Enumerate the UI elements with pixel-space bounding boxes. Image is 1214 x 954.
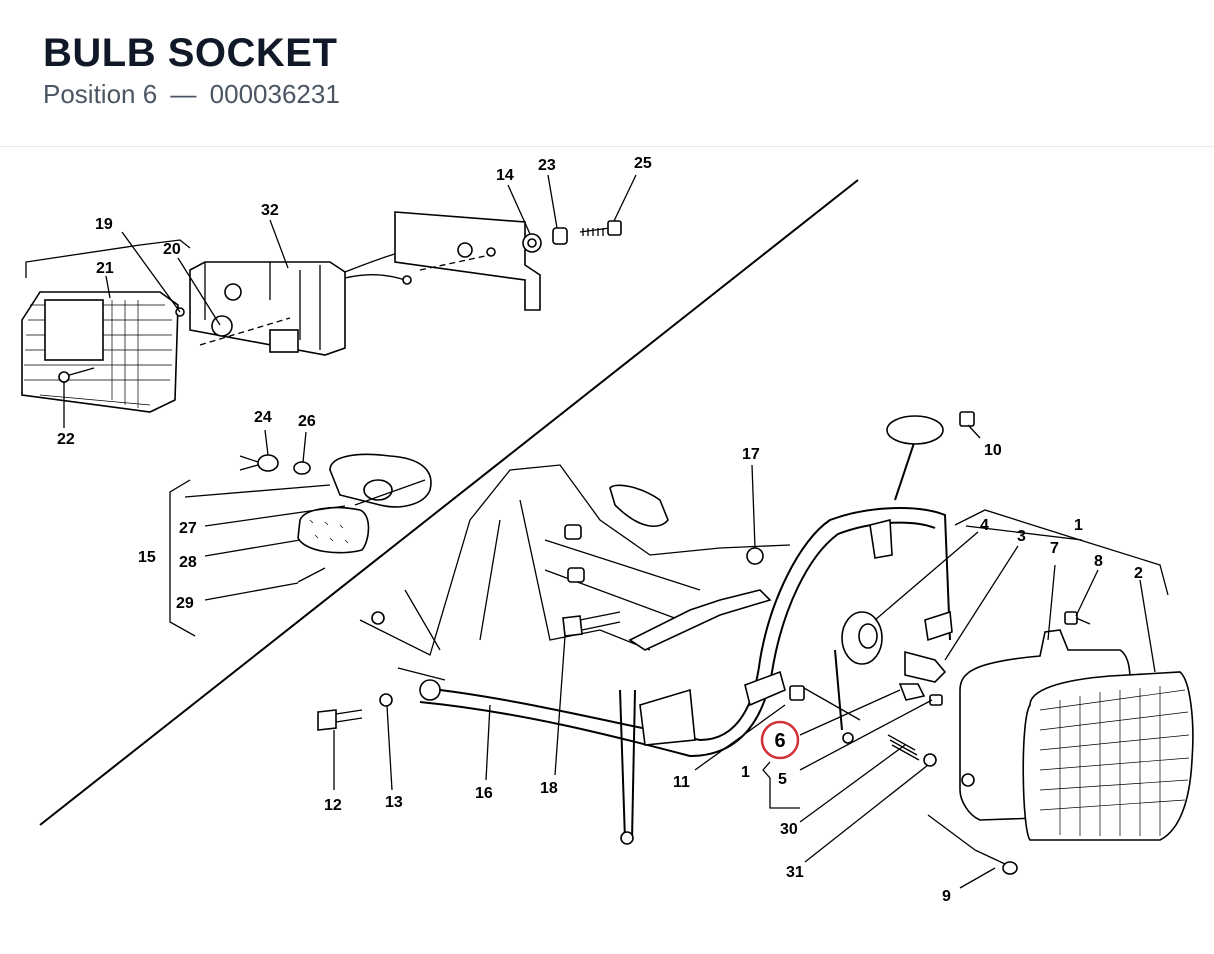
callout-labels: 19 20 21 32 22 14 23 25 24 26 27 15 28 2… — [57, 155, 1143, 905]
tail-light-assembly — [21, 211, 622, 413]
callout-3: 3 — [1017, 528, 1026, 545]
page-subtitle: Position 6 — 000036231 — [43, 78, 340, 110]
callout-19: 17 — [742, 446, 760, 463]
callout-8: 8 — [1094, 553, 1103, 570]
diagram-divider-line — [39, 179, 859, 826]
page-title: BULB SOCKET — [43, 31, 338, 75]
callout-1-headlight: 1 — [1074, 517, 1083, 534]
headlight-assembly — [317, 411, 1194, 875]
highlighted-position-6[interactable]: 6 — [760, 720, 800, 760]
position-label: Position 6 — [43, 79, 158, 109]
callout-17: 15 — [138, 549, 156, 566]
part-number: 000036231 — [209, 79, 340, 109]
callout-32: 32 — [261, 202, 279, 219]
callout-16: 14 — [496, 167, 514, 184]
callout-22: 20 — [163, 241, 181, 258]
callout-1-group: 1 — [741, 764, 750, 781]
callout-30: 28 — [179, 554, 197, 571]
callout-29: 27 — [179, 520, 197, 537]
callout-25: 23 — [538, 157, 556, 174]
callout-2: 2 — [1134, 565, 1143, 582]
callout-12: 10 — [984, 442, 1002, 459]
callout-7: 7 — [1050, 540, 1059, 557]
callout-26: 24 — [254, 409, 272, 426]
callout-24: 22 — [57, 431, 75, 448]
callout-11: 30 — [780, 821, 798, 838]
callout-23: 21 — [96, 260, 114, 277]
callout-28: 26 — [298, 413, 316, 430]
highlight-ring[interactable] — [760, 720, 800, 760]
callout-20: 18 — [540, 780, 558, 797]
callout-18: 16 — [475, 785, 493, 802]
callout-15: 13 — [385, 794, 403, 811]
callout-10: 31 — [786, 864, 804, 881]
callout-9: 9 — [942, 888, 951, 905]
page-header: BULB SOCKET Position 6 — 000036231 — [0, 0, 1214, 147]
leader-lines — [25, 174, 1156, 889]
subtitle-separator: — — [170, 79, 197, 109]
callout-13: 11 — [673, 774, 690, 791]
callout-6-highlighted[interactable]: 6 — [774, 730, 785, 752]
callout-4: 4 — [980, 517, 989, 534]
callout-5: 5 — [778, 771, 787, 788]
callout-21: 19 — [95, 216, 113, 233]
callout-27: 25 — [634, 155, 652, 172]
callout-14: 12 — [324, 797, 342, 814]
callout-31: 29 — [176, 595, 194, 612]
indicator-assembly — [169, 453, 432, 637]
